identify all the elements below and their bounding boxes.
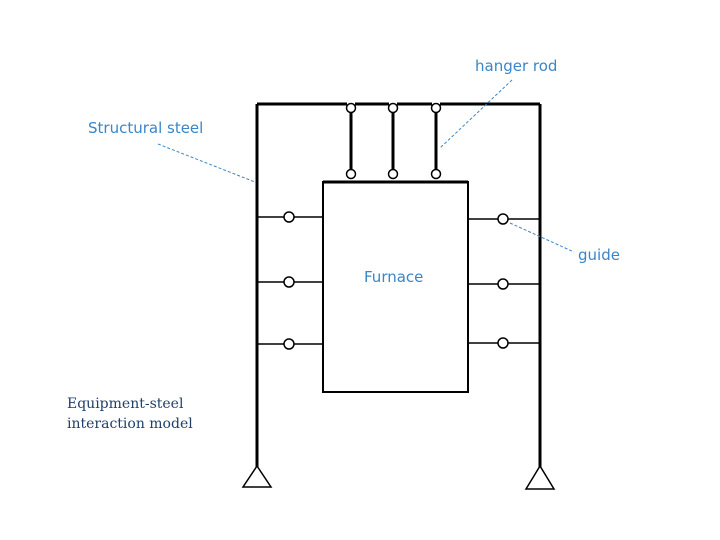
- left-base-support: [241, 464, 273, 488]
- guide-pin-right-1: [497, 213, 509, 225]
- leader-lines: [157, 79, 575, 253]
- guide-pins: [283, 211, 509, 350]
- guide-pin-left-3: [283, 338, 295, 350]
- hanger-top-pin-2: [387, 102, 399, 114]
- diagram-caption: Equipment-steel interaction model: [67, 394, 237, 435]
- hanger-rods: [349, 112, 438, 170]
- guide-pin-left-2: [283, 276, 295, 288]
- hanger-rod-label: hanger rod: [475, 57, 558, 75]
- guide-leader: [509, 222, 575, 253]
- furnace-box: [322, 181, 469, 393]
- guide-pin-right-3: [497, 337, 509, 349]
- structural-steel-frame: [255, 102, 542, 468]
- right-base-support: [524, 464, 556, 490]
- guide-pin-right-2: [497, 278, 509, 290]
- guide-label: guide: [578, 246, 620, 264]
- hanger-pins: [345, 102, 442, 180]
- furnace-label: Furnace: [364, 268, 424, 286]
- guide-links: [257, 216, 540, 345]
- hanger-bottom-pin-1: [345, 168, 357, 180]
- guide-pin-left-1: [283, 211, 295, 223]
- hanger-rod-leader: [439, 79, 513, 149]
- caption-line-2: interaction model: [67, 416, 193, 433]
- hanger-top-pin-3: [430, 102, 442, 114]
- structural-steel-label: Structural steel: [88, 119, 204, 137]
- hanger-bottom-pin-3: [430, 168, 442, 180]
- base-supports: [241, 464, 556, 490]
- hanger-bottom-pin-2: [387, 168, 399, 180]
- hanger-top-pin-1: [345, 102, 357, 114]
- structural-steel-leader: [157, 143, 256, 183]
- caption-line-1: Equipment-steel: [67, 396, 184, 412]
